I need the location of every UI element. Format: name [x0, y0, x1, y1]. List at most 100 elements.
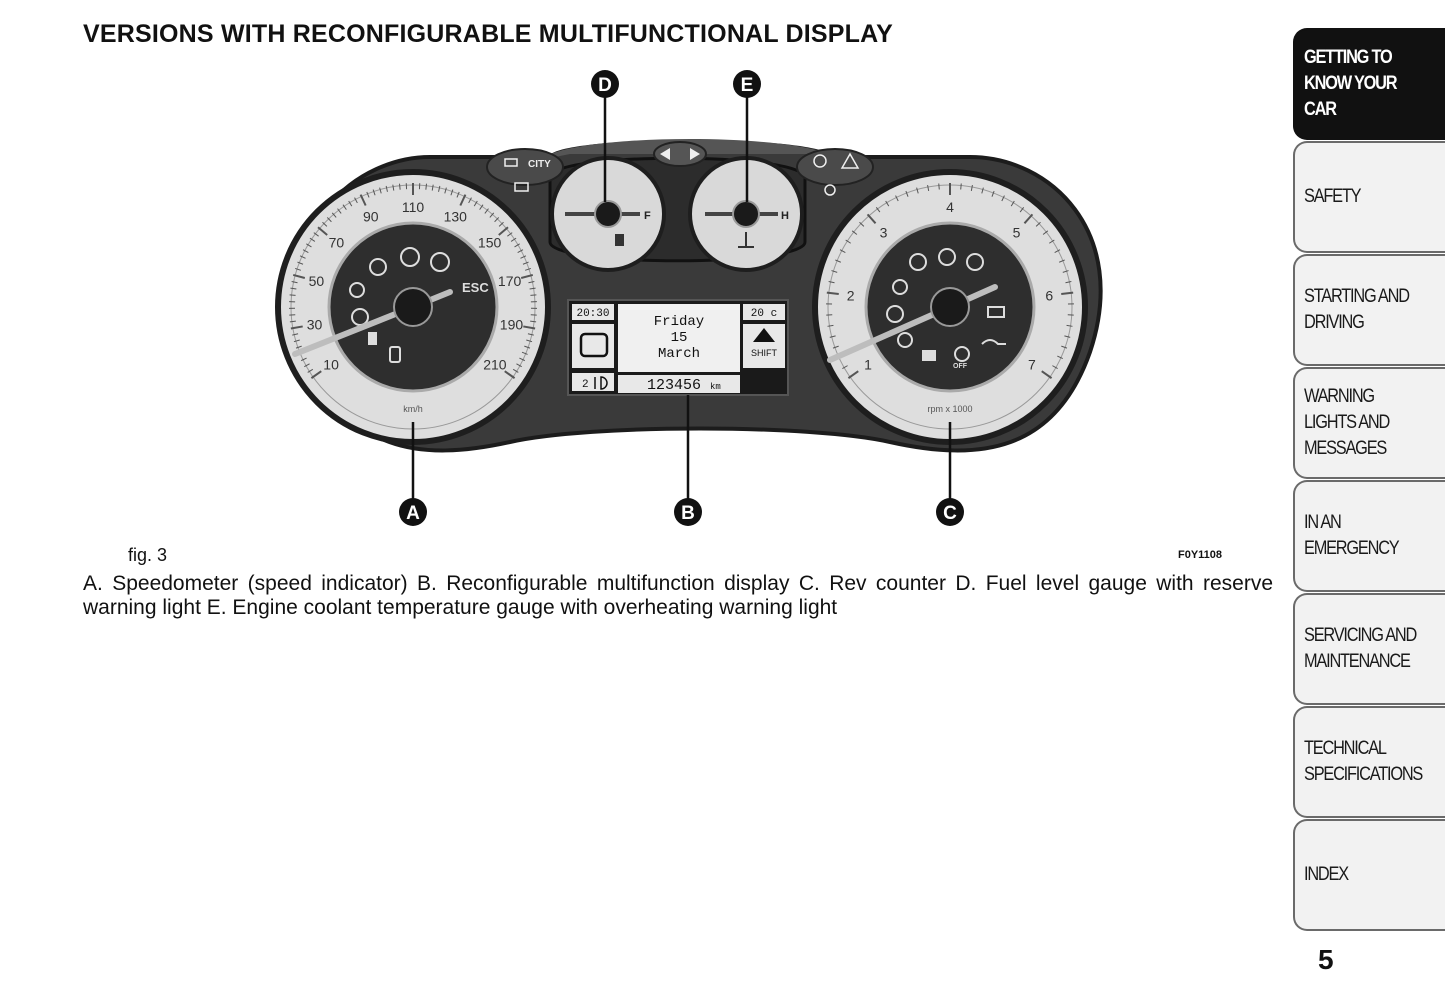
speedometer-tick — [524, 267, 532, 271]
rev-counter-tick — [991, 190, 995, 197]
seatbelt-icon — [909, 253, 927, 271]
temp-high-mark: H — [781, 210, 789, 222]
speedometer-tick — [520, 273, 534, 279]
rear-demister-icon — [514, 182, 529, 192]
speedometer-tick — [524, 345, 531, 349]
esc-off-icon — [954, 346, 970, 362]
speedometer-tick — [456, 191, 460, 198]
rev-counter-tick — [829, 335, 836, 338]
display-odometer: 123456 — [647, 377, 701, 394]
speedometer-tick — [292, 273, 306, 279]
rev-counter-tick — [1066, 324, 1073, 327]
speedometer-tick — [306, 243, 312, 248]
display-light-level: 2 — [582, 379, 589, 391]
fuel-reserve-warning-icon — [615, 234, 624, 246]
headlight-alignment-icon — [594, 376, 608, 390]
speedometer-tick — [359, 194, 367, 206]
callout-letter: B — [681, 503, 695, 524]
rev-counter-unit: rpm x 1000 — [927, 404, 972, 414]
speedometer-tick — [468, 197, 472, 204]
display-time: 20:30 — [576, 308, 609, 320]
rev-counter-tick — [859, 221, 865, 227]
rev-counter-tick — [1062, 270, 1069, 273]
speedometer-tick-label: 10 — [323, 356, 339, 372]
rev-counter-tick — [847, 370, 859, 379]
immobilizer-icon — [922, 350, 936, 361]
rev-counter-tick — [895, 195, 899, 202]
callout-letter: D — [598, 75, 612, 96]
speedometer-tick — [431, 184, 434, 191]
speedometer-tick — [307, 368, 314, 373]
speedometer-tick — [299, 255, 306, 259]
tab-starting-and-driving[interactable]: STARTING AND DRIVING — [1293, 254, 1445, 366]
speedometer-tick — [530, 294, 537, 296]
tab-warning-lights-and-messages[interactable]: WARNING LIGHTS AND MESSAGES — [1293, 367, 1445, 479]
tab-in-an-emergency[interactable]: IN AN EMERGENCY — [1293, 480, 1445, 592]
callout-marker — [399, 498, 427, 526]
overheating-warning-icon — [738, 232, 754, 248]
speedometer-tick — [450, 189, 454, 196]
rev-counter-tick — [851, 230, 858, 235]
rev-counter-tick-marks — [826, 183, 1074, 379]
speedometer-tick-label: 170 — [498, 273, 522, 289]
multifunction-display: 20:30 20 c Friday 15 March SHIFT 2 12345… — [567, 299, 789, 396]
callout-letter: E — [741, 75, 754, 96]
speedometer-tick — [392, 184, 395, 191]
rev-counter-tick-label: 6 — [1045, 287, 1053, 303]
rev-counter-tick — [885, 200, 890, 207]
rev-counter-tick — [1058, 259, 1065, 263]
airbag-deactivated-icon — [966, 253, 984, 271]
speedometer-tick — [326, 217, 332, 223]
rev-counter-tick — [938, 183, 940, 190]
page-number: 5 — [1318, 944, 1334, 975]
callout-marker — [674, 498, 702, 526]
speedometer-tick-marks — [289, 183, 537, 379]
speedometer-tick-label: 90 — [363, 208, 379, 224]
rev-counter-hub — [930, 287, 970, 327]
tab-index[interactable]: INDEX — [1293, 819, 1445, 931]
speedometer-tick — [510, 237, 517, 242]
rev-counter-tick — [832, 345, 839, 349]
rev-counter-tick — [875, 206, 881, 213]
battery-icon — [987, 306, 1005, 318]
speedometer-tick-label: 110 — [402, 199, 425, 215]
rev-counter-tick-label: 2 — [847, 287, 855, 303]
speedometer-tick — [290, 287, 297, 290]
speedometer-tick — [459, 194, 467, 206]
brake-warning-icon — [400, 247, 420, 267]
rev-counter-tick — [826, 291, 839, 295]
display-day: Friday — [654, 314, 704, 330]
tyre-pressure-icon — [886, 305, 904, 323]
rev-counter-tick — [1041, 370, 1053, 379]
rev-counter-tick — [1001, 195, 1005, 202]
rev-counter-tick — [835, 259, 842, 263]
speedometer-tick — [489, 212, 495, 218]
glow-plug-icon — [892, 279, 908, 295]
rev-counter-tick — [1042, 230, 1049, 235]
callout-letter: A — [406, 503, 420, 524]
rev-counter-tick — [827, 324, 834, 327]
rev-counter-tick — [1057, 355, 1063, 360]
esc-off-label: OFF — [953, 363, 968, 370]
speedometer-tick — [498, 221, 504, 227]
speedometer-tick — [293, 339, 300, 343]
rev-counter-tick — [828, 280, 835, 284]
rev-counter-tick — [1061, 291, 1074, 295]
speedometer-tick — [530, 320, 537, 323]
speedometer-tick — [514, 243, 520, 248]
rev-counter-tick — [1035, 221, 1041, 227]
speedometer-tick — [331, 212, 337, 218]
tab-technical-specifications[interactable]: TECHNICAL SPECIFICATIONS — [1293, 706, 1445, 818]
tab-getting-to-know-your-car[interactable]: GETTING TO KNOW YOUR CAR — [1293, 28, 1445, 140]
tab-servicing-and-maintenance[interactable]: SERVICING AND MAINTENANCE — [1293, 593, 1445, 705]
fuel-full-mark: F — [644, 210, 651, 222]
engine-check-icon — [897, 332, 913, 348]
high-beam-icon — [813, 154, 827, 168]
rev-counter-tick-label: 1 — [864, 356, 872, 372]
display-shift-label: SHIFT — [751, 348, 778, 358]
display-month: March — [658, 346, 700, 362]
rev-counter-tick — [960, 183, 962, 190]
tab-safety[interactable]: SAFETY — [1293, 141, 1445, 253]
